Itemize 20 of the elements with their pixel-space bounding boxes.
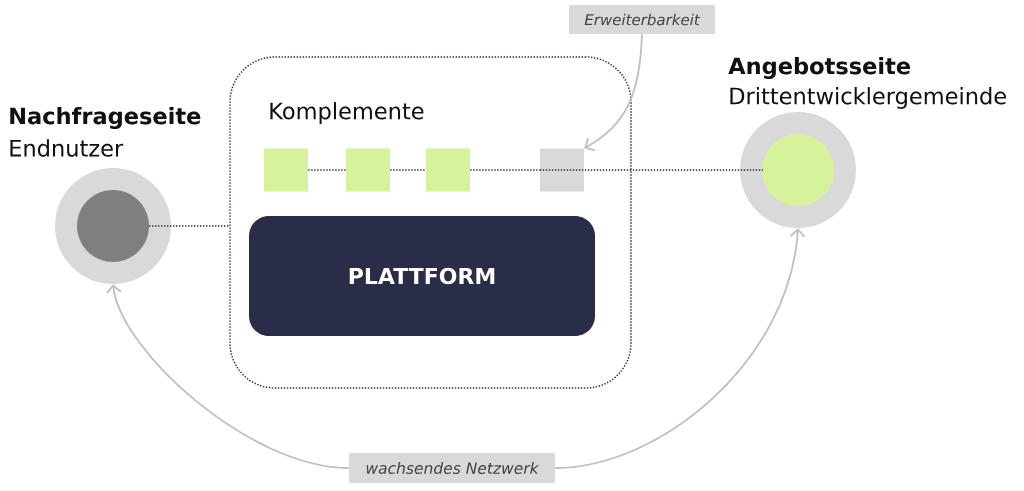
dotted-line: [469, 169, 541, 171]
side-subheading: Drittentwicklergemeinde: [730, 87, 1006, 109]
square-tile: [426, 148, 470, 192]
square-tile: [540, 148, 584, 192]
group-heading: Komplemente: [270, 102, 424, 124]
tag-label: wachsendes Netzwerk: [349, 453, 555, 483]
dotted-line: [148, 225, 230, 227]
square-tile: [264, 148, 308, 192]
side-subheading: Endnutzer: [10, 139, 124, 157]
dotted-line: [539, 169, 764, 171]
dotted-line: [389, 169, 427, 171]
platform-box: PLATTFORM: [249, 216, 595, 336]
curved-arrow: [554, 228, 806, 469]
dotted-line: [307, 169, 347, 171]
curved-arrow: [584, 33, 643, 152]
side-heading: Angebotsseite: [728, 57, 910, 79]
square-tile: [346, 148, 390, 192]
side-heading: Nachfrageseite: [10, 107, 201, 129]
curved-arrow: [106, 284, 350, 469]
tag-label: Erweiterbarkeit: [569, 5, 715, 34]
